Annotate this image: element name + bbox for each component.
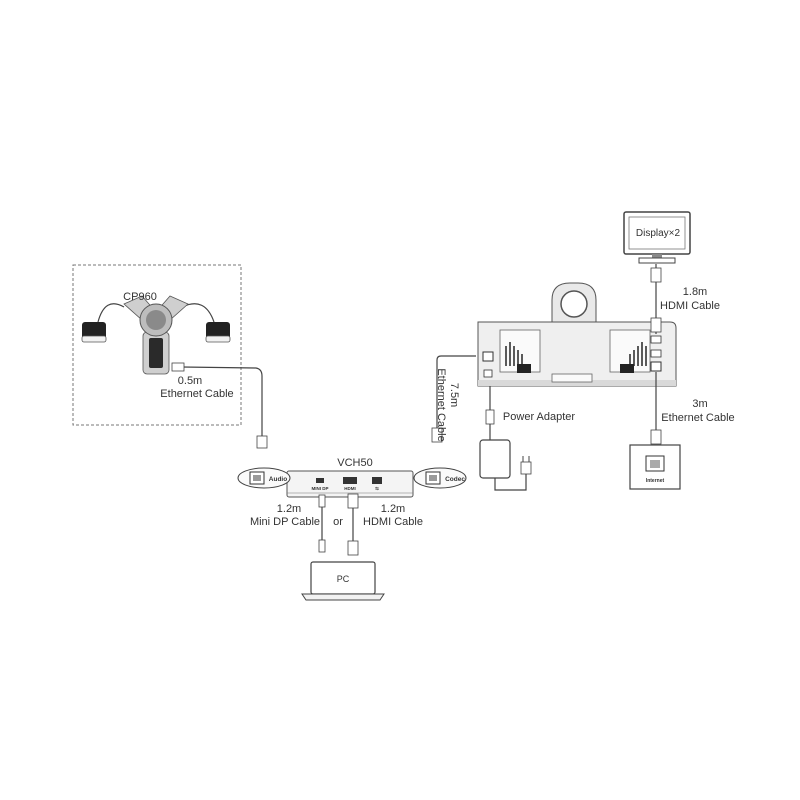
or-label: or (333, 516, 343, 528)
power-ac-cord (494, 472, 527, 491)
display-cable-length: 1.8m (683, 286, 707, 298)
power-plug (520, 461, 532, 475)
camera-lens (560, 290, 588, 318)
minidp-cable-length: 1.2m (277, 503, 301, 515)
power-adapter-label: Power Adapter (503, 411, 575, 423)
internet-cable-plug-bottom (650, 429, 662, 445)
hdmi-pc-cable-type: HDMI Cable (363, 516, 423, 528)
power-ferrite (485, 409, 495, 425)
power-brick (479, 439, 511, 479)
codec-port-callout: Codec (413, 467, 467, 489)
hdmi-pc-plug-bottom (347, 540, 359, 556)
display-monitor (623, 211, 691, 264)
cp960-group-border (72, 264, 242, 426)
usb-port (372, 477, 382, 484)
cp960-conference-phone (81, 295, 231, 375)
minidp-plug-top (318, 494, 326, 508)
minidp-cable-type: Mini DP Cable (250, 516, 320, 528)
internet-jack-label: Internet (646, 478, 665, 484)
vch50-label: VCH50 (337, 457, 372, 469)
vch50-hub: MINI DP HDMI ⇆ (286, 470, 414, 498)
minidp-port-label: MINI DP (311, 486, 328, 491)
expansion-mic-right (205, 322, 231, 343)
cp960-cable-length: 0.5m (178, 375, 202, 387)
audio-port-label: Audio (269, 476, 287, 483)
cp960-ethernet-cable (181, 366, 263, 438)
internet-port (650, 361, 662, 372)
codec-port-label: Codec (445, 476, 465, 483)
camera-codec-unit (477, 282, 677, 387)
display-cable-type: HDMI Cable (660, 300, 720, 312)
hdmi-port-label: HDMI (344, 486, 356, 491)
display-label: Display×2 (636, 228, 681, 239)
display-hdmi-plug-bottom (650, 317, 662, 333)
hdmi-port (343, 477, 357, 484)
expansion-mic-left (81, 322, 107, 343)
pc-label: PC (337, 574, 350, 584)
minidp-port (316, 478, 324, 483)
codec-cable-length: 7.5m (448, 383, 460, 407)
cp960-cable-type: Ethernet Cable (160, 388, 233, 400)
audio-port-callout: Audio (237, 467, 291, 489)
pc-laptop (301, 561, 385, 601)
cp960-cable-plug-bottom (256, 435, 268, 449)
codec-ethernet-port (482, 351, 494, 362)
hdmi-pc-plug-top (347, 493, 359, 509)
internet-wall-jack (629, 444, 681, 490)
internet-cable-length: 3m (692, 398, 707, 410)
codec-cable-plug-bottom (431, 427, 443, 443)
codec-ethernet-cable (436, 355, 476, 440)
cp960-cable-plug-top (171, 362, 185, 372)
hdmi-pc-cable-length: 1.2m (381, 503, 405, 515)
display-hdmi-plug-top (650, 267, 662, 283)
codec-cable-type: Ethernet Cable (435, 368, 447, 441)
minidp-plug-bottom (318, 539, 326, 553)
cp960-label: CP960 (123, 291, 157, 303)
usb-icon: ⇆ (375, 486, 379, 491)
internet-cable-type: Ethernet Cable (661, 412, 734, 424)
